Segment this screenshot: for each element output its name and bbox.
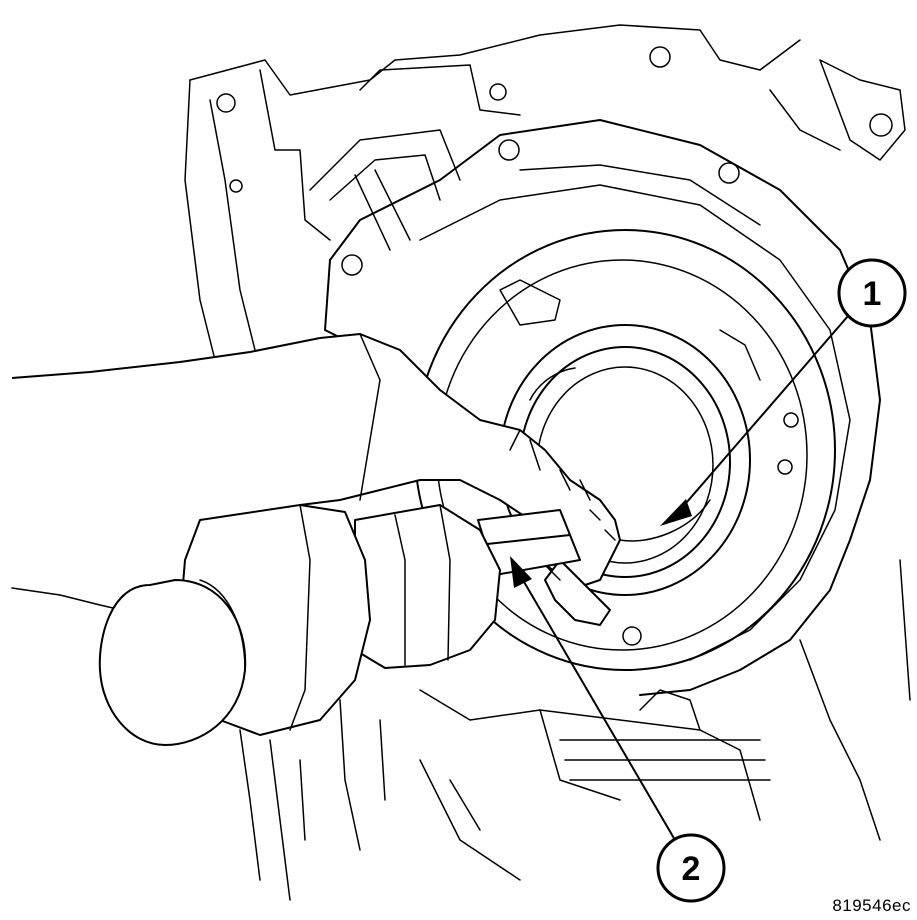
lower-block-outline: [239, 559, 911, 901]
engine-block-outline: [184, 24, 906, 361]
callout-1: 1: [837, 258, 907, 328]
arrowhead-2: [510, 556, 532, 588]
arrowhead-1: [660, 499, 692, 526]
callout-2-label: 2: [682, 850, 701, 888]
hand: [11, 333, 621, 626]
callout-leaders: [510, 315, 849, 841]
callout-1-label: 1: [863, 275, 882, 313]
figure-id: 819546ec: [832, 896, 911, 915]
callout-2: 2: [656, 833, 726, 903]
hammer: [98, 504, 501, 746]
seal-driver: [477, 367, 711, 576]
